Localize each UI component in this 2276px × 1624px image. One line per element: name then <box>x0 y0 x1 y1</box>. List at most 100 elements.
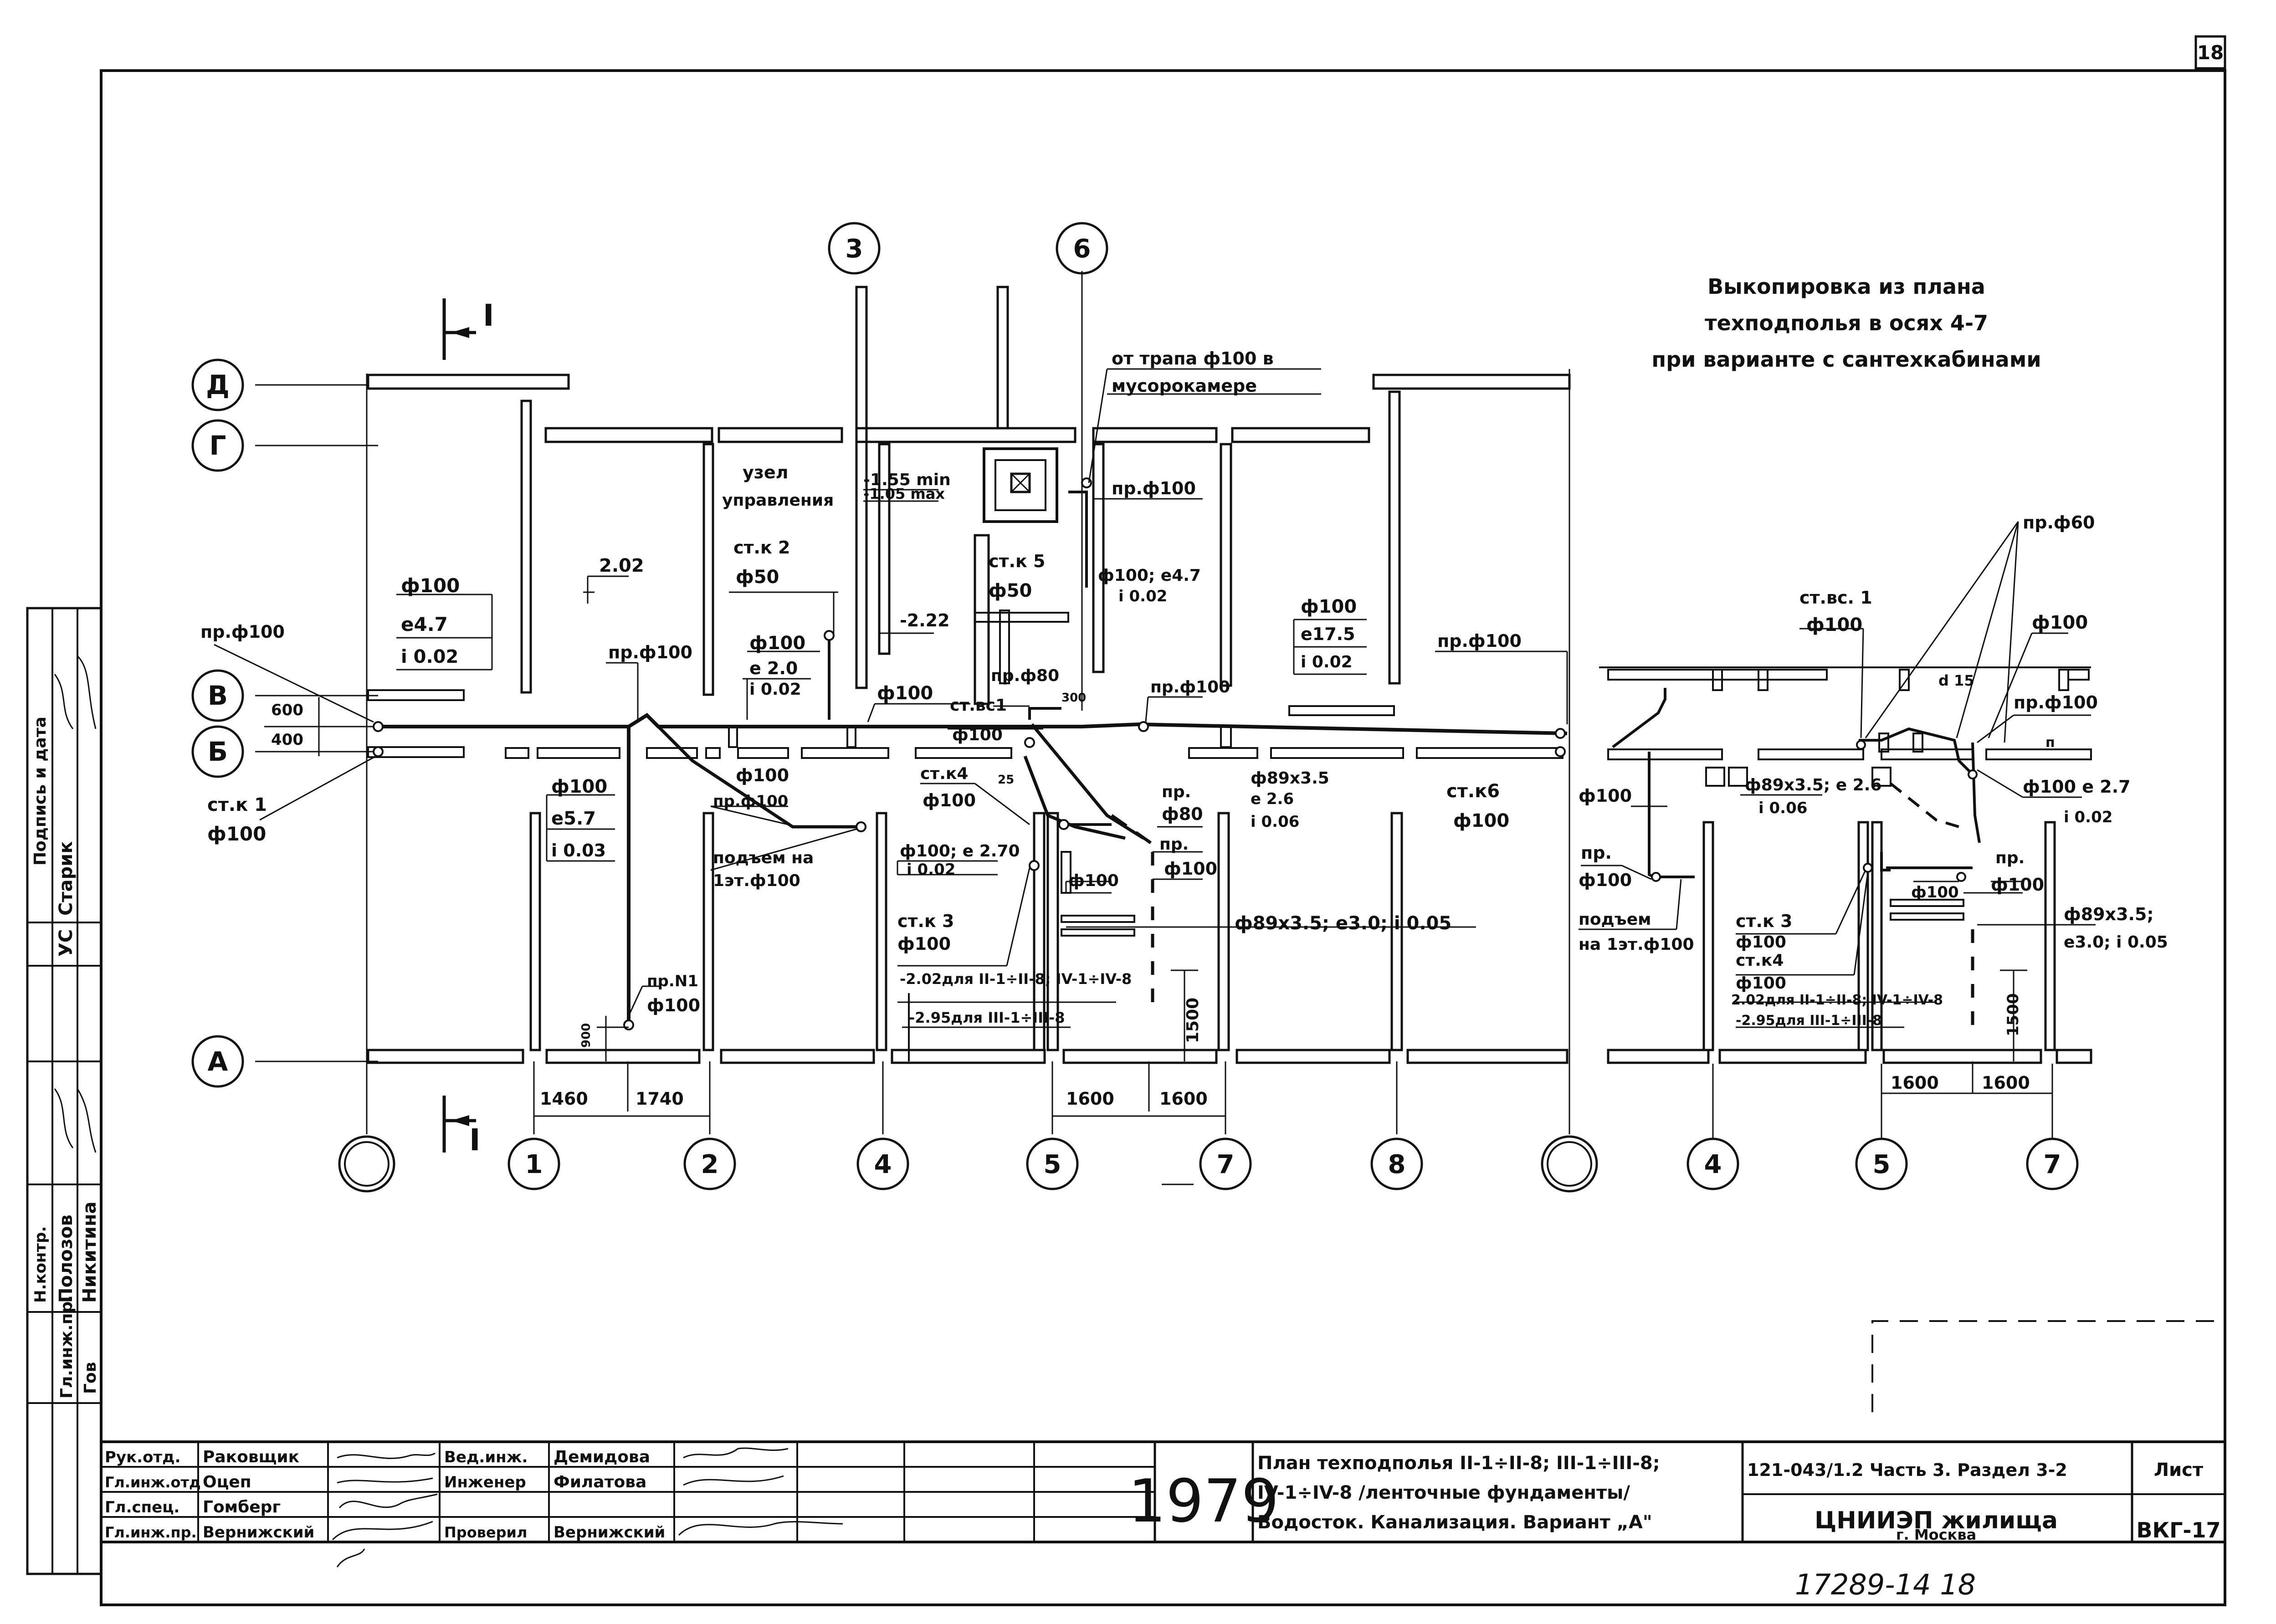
label-pr100-r: пр.ф100 <box>1150 678 1230 697</box>
tb-name-0: Раковщик <box>203 1448 299 1466</box>
axis-label-row-a: А <box>208 1046 228 1077</box>
tb-code: 121-043/1.2 Часть 3. Раздел 3-2 <box>1747 1460 2067 1480</box>
axis-bubble-col-4 <box>856 1137 909 1190</box>
main-plan <box>214 271 1571 1185</box>
tb-name-1: Оцеп <box>203 1473 251 1491</box>
label-p4-e: е5.7 <box>551 808 596 829</box>
tb-name2-1: Филатова <box>554 1473 646 1491</box>
label-stk1: ст.к 1 <box>207 794 267 815</box>
label-podem2: 1эт.ф100 <box>713 871 800 890</box>
label-i002b: i 0.02 <box>907 861 955 879</box>
label-f100-main: ф100 <box>877 683 933 704</box>
tb-sheet-label: Лист <box>2154 1460 2204 1481</box>
tb-name2-2: Вернижский <box>554 1523 665 1542</box>
top-col-bubbles: 3 6 <box>828 222 1108 275</box>
inset-label-f100-k4: ф100 <box>1736 974 1786 993</box>
label-stk2: ст.к 2 <box>733 538 790 558</box>
label-pr100-mid: пр.ф100 <box>608 642 692 662</box>
label-p2-i: i 0.02 <box>749 680 801 699</box>
axis-label-col-6: 6 <box>1073 234 1091 264</box>
label-f50b: ф50 <box>989 580 1032 601</box>
label-podem1: подъем на <box>713 849 814 867</box>
label-p3-i: i 0.02 <box>1301 653 1353 671</box>
bottom-col-bubbles: 1 2 4 5 7 8 <box>338 1135 1598 1193</box>
axis-bubble-col-empty-left <box>338 1135 395 1193</box>
side-stamp-us: УС <box>56 929 77 957</box>
side-stamp-text: Подпись и дата Старик УС Н.контр. Полозо… <box>31 717 100 1399</box>
section-mark-bottom: I <box>469 1122 481 1158</box>
axis-bubble-row-g <box>191 419 244 472</box>
inset-label-pr60: пр.ф60 <box>2023 512 2095 533</box>
tb-sheet-code: ВКГ-17 <box>2136 1518 2220 1542</box>
inset-label-f89-r1: ф89х3.5; <box>2064 904 2154 924</box>
inset-label-stvc1: ст.вс. 1 <box>1799 588 1872 608</box>
inset-labels: пр.ф60 ст.вс. 1 ф100 ф100 d 15 пр. ф100 п… <box>1579 512 2168 1093</box>
tb-role2-1: Инженер <box>444 1473 526 1491</box>
inset-axis-label-5: 5 <box>1873 1150 1891 1179</box>
label-pr-a: пр. <box>1162 783 1191 801</box>
side-stamp-nkontr: Н.контр. <box>31 1226 50 1303</box>
label-f50a: ф50 <box>736 567 779 588</box>
label-dim1500: 1500 <box>1184 998 1202 1043</box>
side-stamp-nikitina: Никитина <box>79 1201 100 1303</box>
row-axis-bubbles: Д Г В Б А <box>191 359 244 1088</box>
title-block-text: Рук.отд. Гл.инж.отд Гл.спец. Гл.инж.пр. … <box>105 1448 2221 1543</box>
inset-label-f100a: ф100 <box>1806 615 1862 635</box>
label-uzel1: узел <box>743 462 788 482</box>
label-uzel2: управления <box>722 491 834 510</box>
inset-label-i006: i 0.06 <box>1758 799 1807 817</box>
inset-label-f100-left: ф100 <box>1579 786 1632 806</box>
label-f89-long: ф89х3.5; е3.0; i 0.05 <box>1235 913 1451 934</box>
label-f80: ф80 <box>1162 804 1203 824</box>
tb-name2-0: Демидова <box>554 1448 650 1466</box>
label-stk5: ст.к 5 <box>989 551 1045 571</box>
label-dim1600b: 1600 <box>1159 1089 1208 1109</box>
axis-label-row-g: Г <box>210 430 226 461</box>
label-pr100-left: пр.ф100 <box>200 622 285 642</box>
inset-axis-label-7: 7 <box>2044 1150 2061 1179</box>
axis-bubble-col-3 <box>828 222 881 275</box>
axis-bubble-row-v <box>191 669 244 722</box>
inset-label-f100-x: ф100 <box>1911 883 1959 902</box>
tb-city: г. Москва <box>1896 1526 1976 1543</box>
label-dim1740: 1740 <box>636 1089 684 1109</box>
label-trap2: мусорокамере <box>1112 376 1257 396</box>
side-stamp-gov: Гов <box>81 1362 100 1394</box>
main-plan-labels: от трапа ф100 в мусорокамере узел управл… <box>200 348 1522 1109</box>
inset-label-note1: 2.02для II-1÷II-8; IV-1÷IV-8 <box>1731 992 1943 1008</box>
label-f100-e47: ф100; е4.7 <box>1098 566 1201 585</box>
label-dim600: 600 <box>271 701 303 719</box>
side-stamp-signature-date: Подпись и дата <box>31 717 50 866</box>
inset-title-line2: техподполья в осях 4-7 <box>1705 311 1988 335</box>
inset-label-pr-left: пр. <box>1581 843 1612 863</box>
inset-label-f100-k3: ф100 <box>1736 933 1786 952</box>
label-elev-202: 2.02 <box>599 555 644 576</box>
label-dim1460: 1460 <box>540 1089 588 1109</box>
inset-label-note2: -2.95для III-1÷III-8 <box>1736 1013 1882 1029</box>
tb-role-0: Рук.отд. <box>105 1448 181 1466</box>
tb-year: 1979 <box>1128 1466 1279 1536</box>
inset-label-f100-e27: ф100 е 2.7 <box>2023 777 2131 797</box>
inset-label-d15: d 15 <box>1938 672 1974 689</box>
label-p1-e: е4.7 <box>401 613 448 635</box>
inset-label-pr-r: пр. <box>1995 849 2025 867</box>
axis-label-col-8: 8 <box>1388 1150 1406 1179</box>
axis-label-col-2: 2 <box>701 1150 719 1179</box>
tb-role2-0: Вед.инж. <box>444 1448 528 1466</box>
label-stk4: ст.к4 <box>920 764 968 783</box>
tb-title-line3: Водосток. Канализация. Вариант „А" <box>1257 1512 1652 1533</box>
label-dim1600a: 1600 <box>1066 1089 1114 1109</box>
inset-axis-bubble-5 <box>1855 1137 1908 1190</box>
side-stamp-glinjpr: Гл.инж.пр. <box>57 1295 76 1399</box>
label-f89-1: ф89х3.5 <box>1251 769 1329 788</box>
label-f100-k4: ф100 <box>923 790 976 810</box>
tb-role-1: Гл.инж.отд <box>105 1474 201 1491</box>
label-f100-box: ф100 <box>1068 871 1119 890</box>
side-stamp-polozov: Полозов <box>56 1214 77 1303</box>
axis-label-col-5: 5 <box>1044 1150 1061 1179</box>
label-note2: -2.95для III-1÷III-8 <box>909 1009 1065 1026</box>
tb-role-2: Гл.спец. <box>105 1498 179 1516</box>
label-25: 25 <box>998 773 1014 787</box>
inset-col-bubbles: 4 5 7 <box>1686 1137 2079 1190</box>
axis-bubble-row-a <box>191 1035 244 1088</box>
